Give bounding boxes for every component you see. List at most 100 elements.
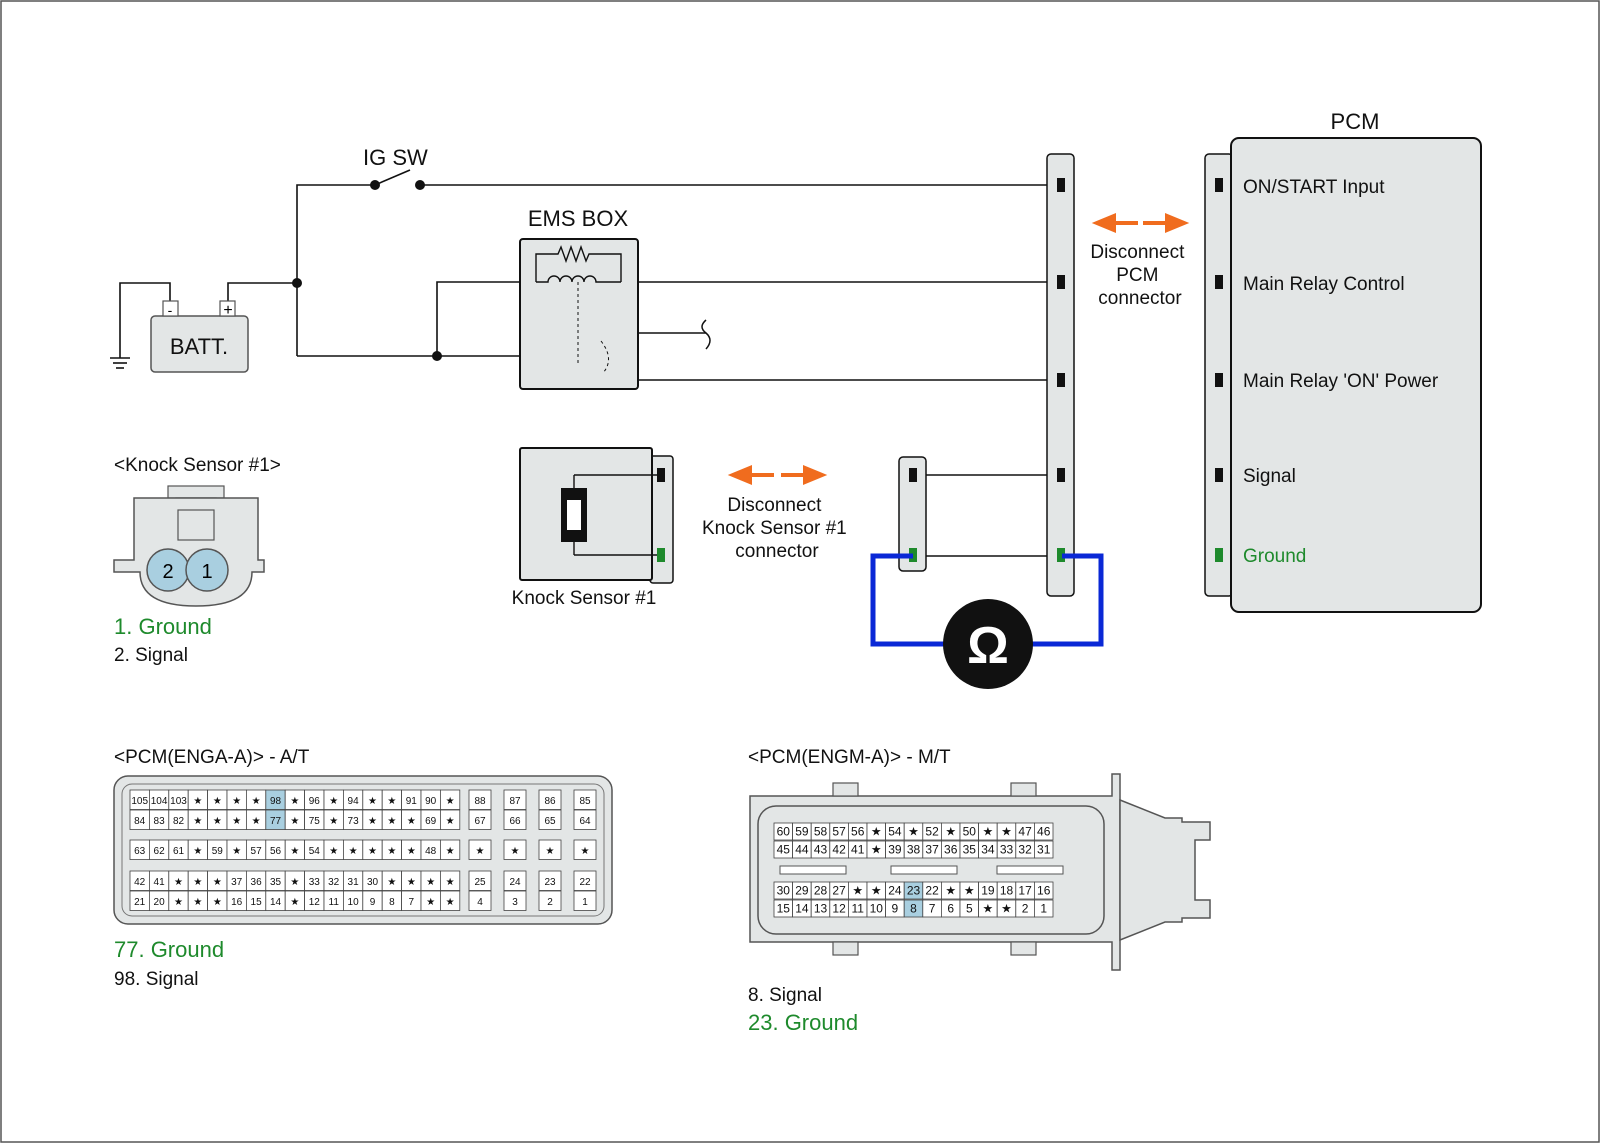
enga-pin: 37 <box>231 877 243 888</box>
engm-pin: 35 <box>963 843 977 857</box>
enga-pin: ★ <box>387 877 396 888</box>
relay-coil <box>536 275 621 283</box>
engm-pin: 30 <box>777 884 791 898</box>
enga-pin-cell <box>503 789 527 810</box>
enga-pin: 16 <box>231 897 243 908</box>
engm-legend-signal: 8. Signal <box>748 985 822 1006</box>
enga-pin: 21 <box>134 897 146 908</box>
enga-pin-cell <box>439 890 461 911</box>
ohmmeter: Ω <box>870 553 1104 689</box>
enga-pin-cell <box>468 890 492 911</box>
enga-pin: ★ <box>232 846 241 857</box>
enga-pin-cell <box>573 870 597 891</box>
enga-pin: ★ <box>290 816 299 827</box>
enga-pin: 48 <box>425 846 437 857</box>
pcm-terminal-signal: Signal <box>1243 466 1296 487</box>
engm-pin: 23 <box>907 884 921 898</box>
engm-pin: 22 <box>925 884 939 898</box>
enga-pin: 2 <box>547 897 553 908</box>
engm-pin: 1 <box>1040 902 1047 916</box>
engm-pin: 47 <box>1018 825 1032 839</box>
enga-pin: 31 <box>348 877 360 888</box>
ems-box-label: EMS BOX <box>528 206 629 231</box>
enga-pin: ★ <box>290 897 299 908</box>
knock-connector-title: <Knock Sensor #1> <box>114 455 281 476</box>
enga-pin: ★ <box>213 897 222 908</box>
engm-pin: 39 <box>888 843 902 857</box>
enga-pin-cell <box>439 789 461 810</box>
enga-pin: ★ <box>426 897 435 908</box>
enga-pin: ★ <box>290 796 299 807</box>
enga-pin: 57 <box>251 846 263 857</box>
engm-pin: 8 <box>910 902 917 916</box>
enga-pin: 98 <box>270 796 282 807</box>
enga-pin-cell <box>538 870 562 891</box>
enga-pin: 35 <box>270 877 282 888</box>
enga-pin: ★ <box>368 796 377 807</box>
enga-pin: 56 <box>270 846 282 857</box>
enga-pin: 77 <box>270 816 282 827</box>
enga-pin-cell <box>468 839 492 860</box>
enga-pin: 22 <box>579 877 591 888</box>
enga-pin: 54 <box>309 846 321 857</box>
engm-pin: 43 <box>814 843 828 857</box>
enga-pin: 104 <box>151 796 168 807</box>
engm-pin: 13 <box>814 902 828 916</box>
enga-pin: 33 <box>309 877 321 888</box>
enga-pin: ★ <box>446 877 455 888</box>
engm-title: <PCM(ENGM-A)> - M/T <box>748 747 951 768</box>
engm-pin: 56 <box>851 825 865 839</box>
enga-pin-cell <box>573 809 597 830</box>
disconnect-pcm-label: Disconnect PCM connector <box>1090 242 1189 309</box>
enga-pin: 30 <box>367 877 379 888</box>
engm-pin: 44 <box>795 843 809 857</box>
enga-pin-cell <box>503 890 527 911</box>
enga-pin: 86 <box>544 796 556 807</box>
enga-pin: 11 <box>329 897 340 908</box>
enga-pin-cell <box>439 839 461 860</box>
enga-pin: 62 <box>154 846 166 857</box>
engm-pin-cell <box>1034 822 1054 841</box>
engm-pin: 29 <box>795 884 809 898</box>
engm-pin: 16 <box>1037 884 1051 898</box>
engm-pin: 45 <box>777 843 791 857</box>
enga-pin: 82 <box>173 816 185 827</box>
enga-pin: 69 <box>425 816 437 827</box>
enga-pin: 4 <box>477 897 483 908</box>
engm-pin: 60 <box>777 825 791 839</box>
engm-pin: 38 <box>907 843 921 857</box>
engm-pin: ★ <box>964 884 975 898</box>
enga-pin: ★ <box>349 846 358 857</box>
enga-pin: 66 <box>509 816 521 827</box>
engm-pin: ★ <box>983 825 994 839</box>
engm-pin: 7 <box>929 902 936 916</box>
engm-pin: 57 <box>832 825 846 839</box>
engm-pin: ★ <box>945 825 956 839</box>
pcm-title: PCM <box>1331 109 1380 134</box>
engm-pin: ★ <box>852 884 863 898</box>
enga-pin: ★ <box>193 877 202 888</box>
engm-pin: 31 <box>1037 843 1051 857</box>
enga-pin: ★ <box>193 816 202 827</box>
enga-pin: 12 <box>309 897 321 908</box>
enga-pin: 85 <box>579 796 591 807</box>
pcm-harness-connector <box>1046 153 1075 597</box>
engm-pin: ★ <box>1001 902 1012 916</box>
enga-pin-cell <box>439 809 461 830</box>
engm-pin: 10 <box>870 902 884 916</box>
enga-pin: ★ <box>232 796 241 807</box>
engm-pin: 58 <box>814 825 828 839</box>
engm-pin: 52 <box>925 825 939 839</box>
enga-pin: ★ <box>193 846 202 857</box>
enga-pin: ★ <box>387 816 396 827</box>
knock-sensor: Knock Sensor #1 <box>512 447 674 609</box>
enga-pin: 42 <box>134 877 146 888</box>
relay-arc <box>600 340 609 374</box>
enga-pin-cell <box>573 839 597 860</box>
engm-pin: 18 <box>1000 884 1014 898</box>
knock-legend-signal: 2. Signal <box>114 645 188 666</box>
enga-pin-cell <box>439 870 461 891</box>
knock-sensor-label: Knock Sensor #1 <box>512 588 657 609</box>
engm-pin-cell <box>1034 881 1054 900</box>
engm-pin: 36 <box>944 843 958 857</box>
